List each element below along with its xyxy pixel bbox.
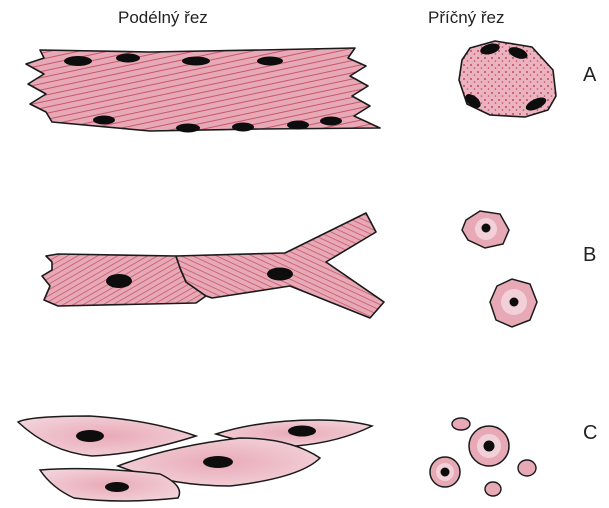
nucleus	[287, 121, 309, 130]
skeletal-fiber-longitudinal	[26, 48, 380, 133]
nucleus	[320, 117, 342, 126]
nucleus	[288, 426, 316, 437]
nucleus	[105, 482, 129, 492]
smooth-muscle-transverse	[430, 418, 536, 496]
nucleus	[76, 430, 104, 442]
nucleus	[257, 57, 283, 66]
cardiac-fiber-longitudinal	[42, 213, 384, 318]
nucleus	[106, 274, 132, 288]
nucleus	[232, 123, 254, 132]
nucleus	[441, 468, 450, 477]
smooth-muscle-longitudinal	[18, 416, 372, 501]
nucleus	[116, 54, 140, 63]
nucleus	[482, 224, 491, 233]
nucleus	[510, 298, 519, 307]
skeletal-fiber-transverse	[459, 41, 556, 117]
nucleus	[182, 57, 210, 66]
nucleus	[93, 116, 115, 125]
nucleus	[203, 456, 233, 468]
nucleus	[267, 268, 293, 281]
nucleus	[64, 56, 92, 66]
nucleus	[484, 441, 495, 452]
cardiac-fiber-transverse	[462, 211, 537, 327]
nucleus	[176, 124, 200, 133]
